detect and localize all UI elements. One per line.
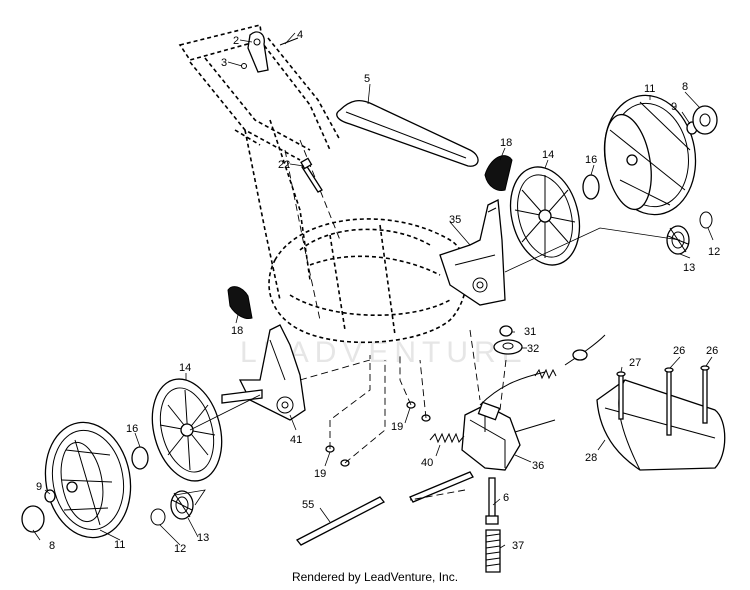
wheel-disc-14-right: [509, 166, 581, 266]
drive-cable: [479, 334, 606, 406]
callout-5: 5: [364, 73, 370, 85]
callout-37: 37: [512, 540, 524, 552]
height-adjuster-35: [439, 198, 506, 306]
bolt-22: [300, 157, 323, 193]
height-adjuster-41: [221, 324, 306, 421]
callout-14: 14: [179, 362, 191, 374]
callout-28: 28: [585, 452, 597, 464]
callout-13: 13: [197, 532, 209, 544]
callout-9: 9: [36, 481, 42, 493]
callout-12: 12: [708, 246, 720, 258]
callout-35: 35: [449, 214, 461, 226]
callout-6: 6: [503, 492, 509, 504]
callout-11: 11: [114, 539, 125, 551]
cap-8-right: [692, 105, 718, 135]
bushing-32: [493, 339, 523, 355]
washer-16-left: [131, 446, 149, 470]
washer-16-right: [582, 174, 600, 200]
callout-9: 9: [671, 101, 677, 113]
callout-31: 31: [524, 326, 536, 338]
callout-4: 4: [297, 29, 303, 41]
callout-41: 41: [290, 434, 302, 446]
wheel-11-left: [44, 421, 132, 539]
wheel-disc-14-left: [151, 378, 223, 482]
shield-18-right: [484, 155, 513, 191]
rod-55: [295, 496, 386, 546]
screw-26b: [700, 365, 710, 424]
callout-13: 13: [683, 262, 695, 274]
bolts-19: [325, 401, 431, 467]
callout-8: 8: [682, 81, 688, 93]
callout-labels: 2 4 3 5 22 18 14 35 16 11 8 9 13 12 18 3…: [36, 29, 720, 555]
callout-2: 2: [233, 35, 239, 47]
spring-40: [429, 432, 465, 444]
callout-26: 26: [706, 345, 718, 357]
handle-assembly: [178, 24, 341, 321]
drive-belt: [336, 99, 479, 167]
callout-27: 27: [629, 357, 641, 369]
callout-55: 55: [302, 499, 314, 511]
callout-40: 40: [421, 457, 433, 469]
callout-3: 3: [221, 57, 227, 69]
callout-18: 18: [500, 137, 512, 149]
nut-31: [499, 325, 513, 337]
callout-8: 8: [49, 540, 55, 552]
callout-14: 14: [542, 149, 554, 161]
footer-credit: Rendered by LeadVenture, Inc.: [291, 570, 459, 584]
callout-12: 12: [174, 543, 186, 555]
transmission-36: [409, 401, 556, 503]
callout-26: 26: [673, 345, 685, 357]
callout-16: 16: [126, 423, 138, 435]
cap-8-left: [21, 505, 45, 533]
shield-18-left: [227, 286, 253, 319]
clip-12-right: [699, 211, 713, 229]
callout-22: 22: [278, 159, 290, 171]
handle-bracket: [241, 31, 299, 73]
screw-26a: [664, 367, 674, 436]
spring-37: [485, 529, 501, 573]
mower-deck: [268, 218, 468, 344]
callout-18: 18: [231, 325, 243, 337]
shaft-6: [485, 477, 499, 525]
callout-16: 16: [585, 154, 597, 166]
callout-36: 36: [532, 460, 544, 472]
callout-19: 19: [391, 421, 403, 433]
callout-19: 19: [314, 468, 326, 480]
wheel-11-right: [603, 94, 697, 216]
callout-11: 11: [644, 83, 655, 95]
gear-13-left: [170, 490, 194, 520]
nut-9-left: [44, 489, 56, 503]
callout-32: 32: [527, 343, 539, 355]
clip-12-left: [150, 508, 166, 526]
leader-lines: [32, 32, 714, 549]
